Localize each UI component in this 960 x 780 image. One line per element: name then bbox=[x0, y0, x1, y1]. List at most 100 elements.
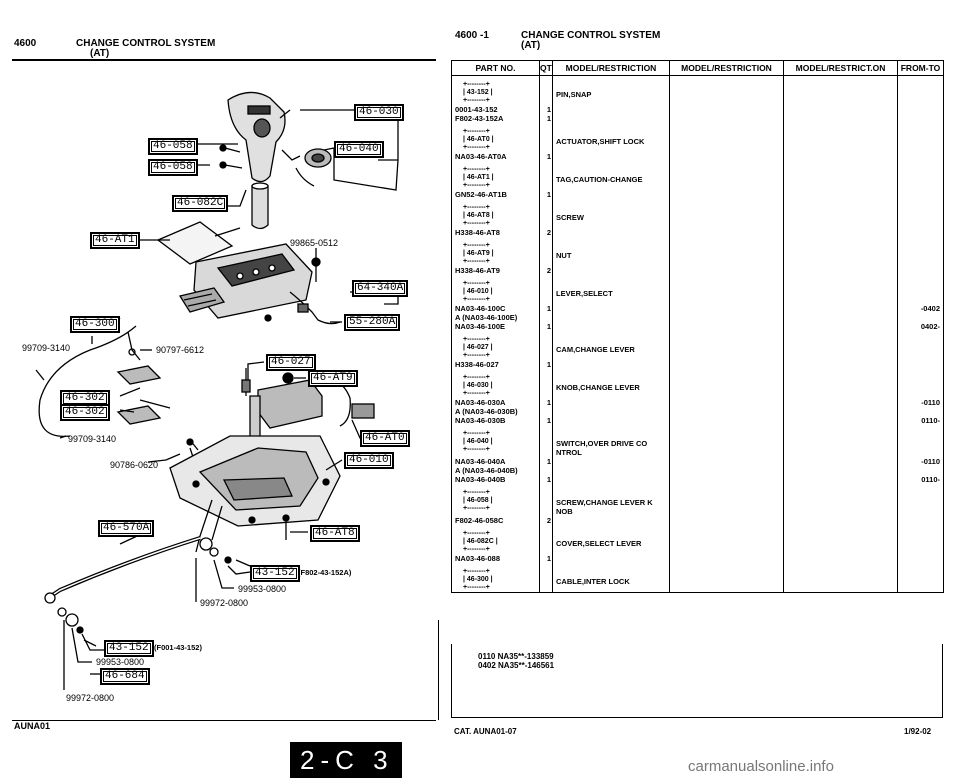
footer-left-code: AUNA01 bbox=[14, 721, 51, 731]
qty: 2 bbox=[539, 228, 553, 237]
from-cell bbox=[897, 237, 944, 266]
table-block-row: +--------+| 46-010 |+--------+ LEVER,SELE… bbox=[451, 275, 944, 304]
parts-table: PART NO.QTYMODEL/RESTRICTIONMODEL/RESTRI… bbox=[451, 60, 944, 593]
model-cell bbox=[783, 237, 898, 266]
label-90797-6612: 90797-6612 bbox=[156, 345, 205, 355]
from-to: 0110- bbox=[897, 416, 944, 425]
desc-cell: PIN,SNAP bbox=[552, 75, 670, 105]
block-desc: SWITCH,OVER DRIVE CO NTROL bbox=[556, 439, 648, 457]
desc-cell: COVER,SELECT LEVER bbox=[552, 525, 670, 554]
footer-catalog: CAT. AUNA01-07 bbox=[454, 727, 517, 736]
desc-cell: LEVER,SELECT bbox=[552, 275, 670, 304]
model-cell bbox=[783, 484, 898, 516]
qty-cell bbox=[539, 199, 553, 228]
qty-cell bbox=[539, 237, 553, 266]
qty-cell bbox=[539, 123, 553, 152]
model-cell bbox=[669, 275, 784, 304]
model-cell bbox=[669, 331, 784, 360]
from-cell bbox=[897, 484, 944, 516]
table-block-row: +--------+| 46-AT8 |+--------+SCREW bbox=[451, 199, 944, 228]
block-ref-id: 46-082C bbox=[466, 538, 494, 545]
block-ref-id: 43-152 bbox=[466, 89, 489, 96]
block-ref: +--------+| 46-AT8 |+--------+ bbox=[451, 199, 540, 228]
label-99972-0800-a: 99972-0800 bbox=[200, 598, 249, 608]
from-cell bbox=[897, 525, 944, 554]
part-no: H338-46-AT8 bbox=[451, 228, 540, 237]
qty-cell bbox=[539, 313, 553, 322]
block-ref-id: 46-030 bbox=[466, 382, 489, 389]
description bbox=[552, 190, 670, 199]
desc-cell bbox=[552, 407, 670, 416]
model-cell bbox=[669, 304, 784, 313]
from-cell bbox=[897, 161, 944, 190]
model-cell bbox=[669, 105, 784, 114]
block-ref-id: 46-AT8 bbox=[466, 212, 490, 219]
alt-part-no: A (NA03-46-040B) bbox=[451, 466, 540, 475]
qty: 1 bbox=[539, 416, 553, 425]
table-block-row: +--------+| 46-300 |+--------+CABLE,INTE… bbox=[451, 563, 944, 592]
model-cell bbox=[783, 466, 898, 475]
model-cell bbox=[669, 237, 784, 266]
block-ref: +--------+| 46-010 |+--------+ bbox=[451, 275, 540, 304]
description bbox=[552, 304, 670, 313]
label-99865-0512: 99865-0512 bbox=[290, 238, 339, 248]
callout-46-302-b: 46-302 bbox=[60, 404, 110, 421]
footer-date: 1/92-02 bbox=[904, 727, 932, 736]
block-ref-id: 46-027 bbox=[466, 344, 489, 351]
table-block-row: +--------+| 46-AT1 |+--------+TAG,CAUTIO… bbox=[451, 161, 944, 190]
model-cell bbox=[783, 152, 898, 161]
description bbox=[552, 360, 670, 369]
qty: 1 bbox=[539, 457, 553, 466]
model-cell bbox=[783, 322, 898, 331]
left-section-sub: (AT) bbox=[90, 48, 110, 59]
model-cell bbox=[783, 331, 898, 360]
qty: 1 bbox=[539, 114, 553, 123]
table-block-row: +--------+| 46-030 |+--------+KNOB,CHANG… bbox=[451, 369, 944, 398]
description bbox=[552, 398, 670, 407]
model-cell bbox=[669, 228, 784, 237]
right-section-code: 4600 -1 bbox=[455, 30, 489, 41]
part-no: NA03-46-100E bbox=[451, 322, 540, 331]
block-ref: +--------+| 46-058 |+--------+ bbox=[451, 484, 540, 516]
model-cell bbox=[783, 407, 898, 416]
table-block-row: +--------+| 43-152 |+--------+PIN,SNAP bbox=[451, 75, 944, 105]
table-row bbox=[451, 592, 944, 593]
block-ref-id: 46-040 bbox=[466, 438, 489, 445]
table-block-row: +--------+| 46-040 |+--------+SWITCH,OVE… bbox=[451, 425, 944, 457]
part-no: NA03-46-030A bbox=[451, 398, 540, 407]
block-ref-id: 46-300 bbox=[466, 576, 489, 583]
qty-cell bbox=[539, 484, 553, 516]
model-cell bbox=[669, 425, 784, 457]
column-header: MODEL/RESTRICTION bbox=[669, 60, 784, 76]
model-cell bbox=[669, 360, 784, 369]
from-to: 0110- bbox=[897, 475, 944, 484]
from-cell bbox=[897, 563, 944, 592]
page-badge: 2-C 3 bbox=[290, 742, 402, 778]
alt-part-no: A (NA03-46-030B) bbox=[451, 407, 540, 416]
qty-cell bbox=[539, 425, 553, 457]
callout-46-030: 46-030 bbox=[354, 104, 404, 121]
model-cell bbox=[669, 592, 784, 593]
table-alt-row: A (NA03-46-030B) bbox=[451, 407, 944, 416]
label-99972-0800-b: 99972-0800 bbox=[66, 693, 115, 703]
model-cell bbox=[669, 554, 784, 563]
block-ref: +--------+| 46-030 |+--------+ bbox=[451, 369, 540, 398]
model-cell bbox=[783, 228, 898, 237]
label-f001-43-152: (F001-43-152) bbox=[154, 643, 202, 652]
column-header: MODEL/RESTRICT.ON bbox=[783, 60, 898, 76]
description bbox=[552, 105, 670, 114]
model-cell bbox=[783, 592, 898, 593]
model-cell bbox=[783, 123, 898, 152]
alt-part-no: A (NA03-46-100E) bbox=[451, 313, 540, 322]
from-cell bbox=[897, 425, 944, 457]
description bbox=[552, 322, 670, 331]
callout-46-082c: 46-082C bbox=[172, 195, 229, 212]
model-cell bbox=[669, 190, 784, 199]
model-cell bbox=[669, 484, 784, 516]
model-cell bbox=[669, 313, 784, 322]
from-cell bbox=[897, 466, 944, 475]
from-to: -0110 bbox=[897, 457, 944, 466]
model-cell bbox=[783, 161, 898, 190]
